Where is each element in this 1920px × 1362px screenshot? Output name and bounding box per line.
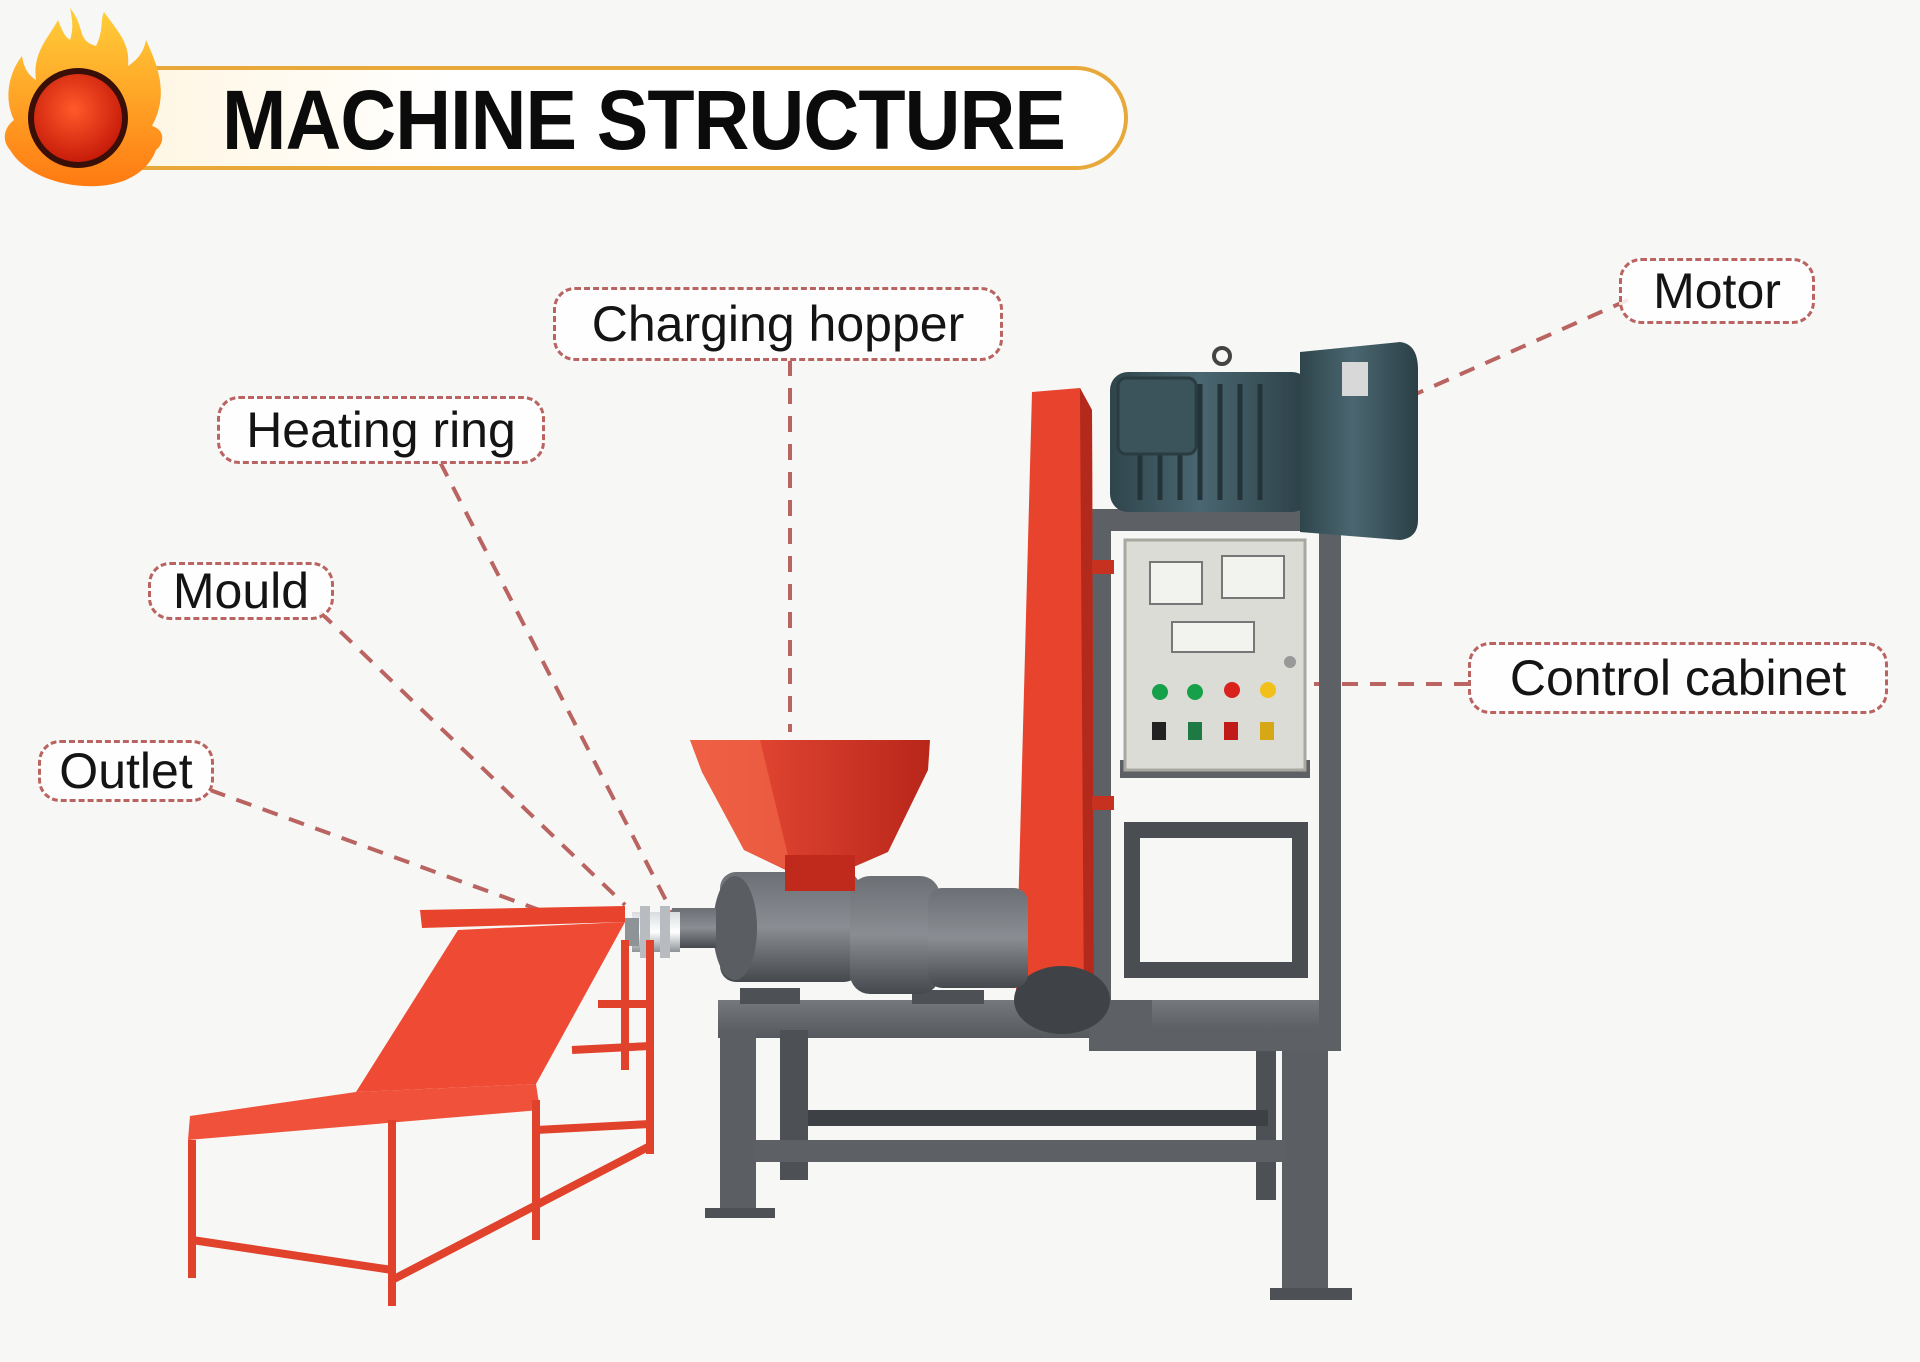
extruder-barrel: [672, 872, 1028, 1004]
belt-guard: [1014, 388, 1114, 1034]
leader-outlet: [209, 788, 546, 914]
mould: [625, 918, 639, 946]
leader-lines: [209, 298, 1629, 914]
control-cabinet: [1123, 538, 1307, 772]
charging-hopper: [690, 740, 930, 891]
callout-motor-label: Motor: [1653, 263, 1781, 319]
heating-ring: [632, 906, 680, 958]
title-banner: [92, 66, 1128, 170]
callout-control-cabinet: Control cabinet: [1468, 642, 1888, 714]
motor: [1110, 342, 1418, 540]
leader-heating-ring: [438, 461, 674, 913]
callout-heating-ring: Heating ring: [217, 396, 545, 464]
outlet-conveyor: [188, 906, 654, 1306]
page-title: MACHINE STRUCTURE: [222, 73, 1066, 167]
callout-charging-hopper-label: Charging hopper: [591, 296, 965, 352]
callout-mould: Mould: [148, 562, 334, 620]
leader-mould: [318, 610, 627, 907]
callout-outlet: Outlet: [38, 740, 214, 802]
flame-sun-icon: [4, 8, 163, 187]
callout-motor: Motor: [1619, 258, 1815, 324]
callout-charging-hopper: Charging hopper: [553, 287, 1003, 361]
callout-mould-label: Mould: [172, 563, 310, 619]
callout-outlet-label: Outlet: [59, 743, 193, 799]
callout-heating-ring-label: Heating ring: [246, 402, 516, 458]
callout-control-cabinet-label: Control cabinet: [1509, 650, 1847, 706]
